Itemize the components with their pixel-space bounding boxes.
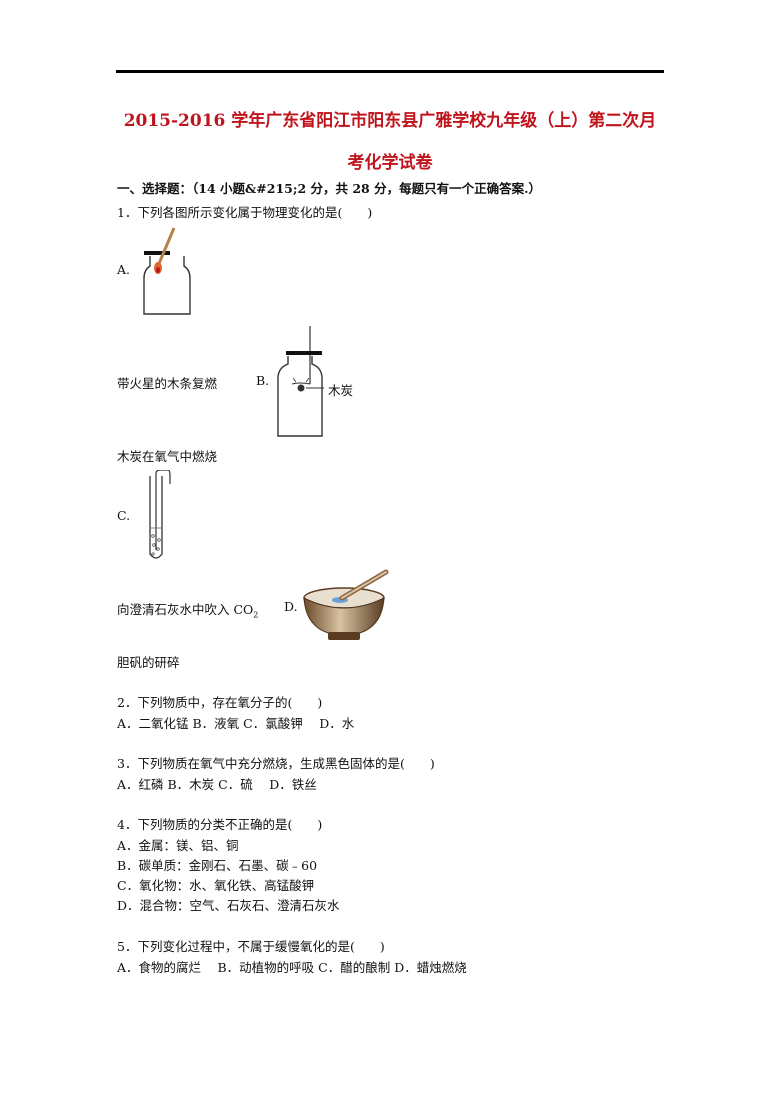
option-d-letter: D. xyxy=(284,599,298,614)
question-4-option-a: A．金属：镁、铝、铜 xyxy=(117,838,239,853)
page-title-line2: 考化学试卷 xyxy=(347,153,433,173)
charcoal-oxygen-jar-figure xyxy=(277,326,324,437)
question-3-options: A．红磷 B．木炭 C．硫 D．铁丝 xyxy=(117,777,317,792)
question-4-option-c: C．氧化物：水、氧化铁、高锰酸钾 xyxy=(117,878,315,893)
page-title-line1: 2015-2016 学年广东省阳江市阳东县广雅学校九年级（上）第二次月 xyxy=(123,111,657,131)
question-2-stem: 2．下列物质中，存在氧分子的( ) xyxy=(117,695,323,710)
question-4-option-d: D．混合物：空气、石灰石、澄清石灰水 xyxy=(117,898,340,913)
mortar-pestle-figure xyxy=(303,569,389,640)
charcoal-label: 木炭 xyxy=(328,383,354,398)
option-c-caption: 向澄清石灰水中吹入 CO2 xyxy=(117,602,259,620)
section-heading: 一、选择题：（14 小题&#215;2 分，共 28 分，每题只有一个正确答案.… xyxy=(117,181,541,196)
option-b-caption: 木炭在氧气中燃烧 xyxy=(117,449,218,464)
question-1-stem: 1．下列各图所示变化属于物理变化的是( ) xyxy=(117,205,373,220)
limewater-test-tube-figure xyxy=(149,470,171,559)
question-5-options: A．食物的腐烂 B．动植物的呼吸 C．醋的酿制 D．蜡烛燃烧 xyxy=(117,960,467,975)
glowing-splint-jar-figure xyxy=(143,227,191,315)
question-4-option-b: B．碳单质：金刚石、石墨、碳﹣60 xyxy=(117,858,318,873)
option-c-letter: C. xyxy=(117,508,131,523)
question-2-options: A．二氧化锰 B．液氧 C．氯酸钾 D．水 xyxy=(117,716,355,731)
question-5-stem: 5．下列变化过程中，不属于缓慢氧化的是( ) xyxy=(117,939,385,954)
option-a-letter: A. xyxy=(117,262,131,277)
option-b-letter: B. xyxy=(256,373,270,388)
option-a-caption: 带火星的木条复燃 xyxy=(117,376,218,391)
option-d-caption: 胆矾的研碎 xyxy=(117,655,180,670)
top-rule xyxy=(116,70,664,73)
question-4-stem: 4．下列物质的分类不正确的是( ) xyxy=(117,817,323,832)
question-3-stem: 3．下列物质在氧气中充分燃烧，生成黑色固体的是( ) xyxy=(117,756,435,771)
